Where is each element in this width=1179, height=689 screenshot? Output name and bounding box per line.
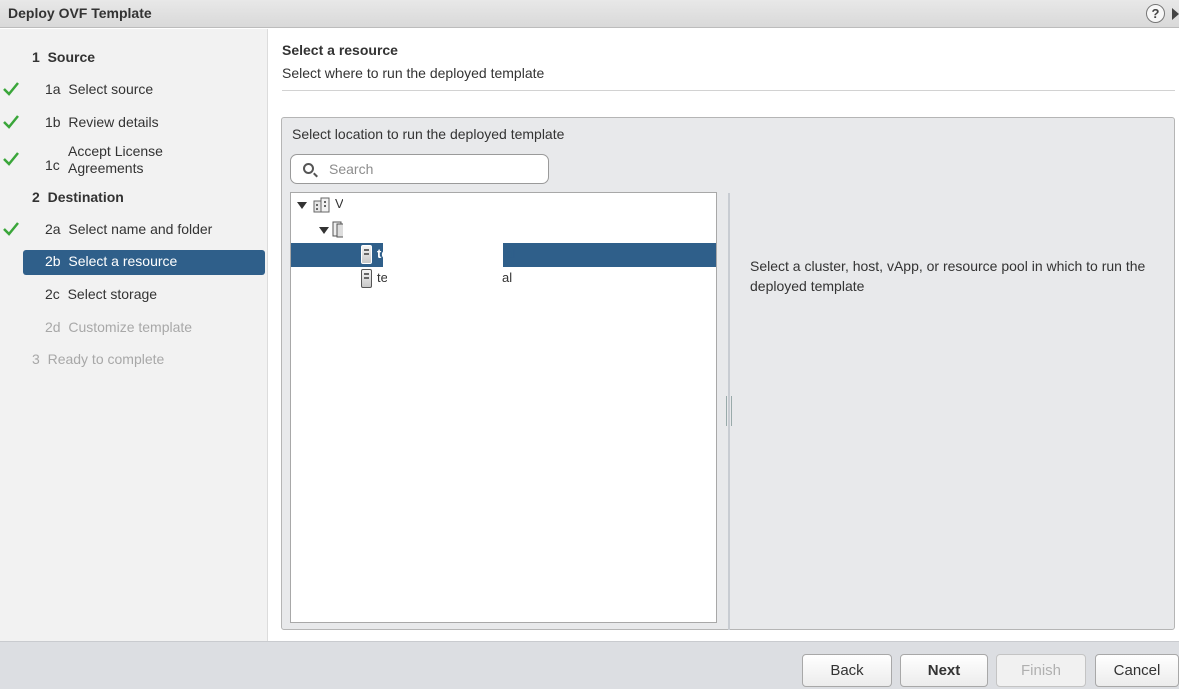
host-icon xyxy=(361,269,372,288)
panel-caption: Select location to run the deployed temp… xyxy=(292,126,565,142)
step-label: Select a resource xyxy=(68,253,178,269)
arrow-right-icon[interactable] xyxy=(1172,8,1179,20)
step-1a-select-source[interactable]: 1a Select source xyxy=(0,78,268,102)
tree-node-label: te xyxy=(377,246,389,261)
step-number: 2b xyxy=(45,253,61,269)
step-1b-review-details[interactable]: 1b Review details xyxy=(0,111,268,135)
tree-row-host[interactable]: te al xyxy=(291,267,716,291)
check-icon xyxy=(3,115,19,129)
step-number: 1a xyxy=(45,81,61,97)
step-2a-select-name-folder[interactable]: 2a Select name and folder xyxy=(0,218,268,242)
active-step-highlight xyxy=(23,250,265,275)
step-label: Destination xyxy=(47,189,124,205)
cancel-button[interactable]: Cancel xyxy=(1095,654,1179,687)
help-icon[interactable]: ? xyxy=(1146,4,1165,23)
host-icon xyxy=(361,245,372,264)
step-label: Select storage xyxy=(67,286,158,302)
tree-node-label: al xyxy=(502,270,513,285)
expand-toggle-icon[interactable] xyxy=(319,227,329,234)
wizard-step-nav: 1 Source 1a Select source 1b Review deta… xyxy=(0,29,268,641)
step-number: 2 xyxy=(32,189,40,205)
step-label: Review details xyxy=(68,114,159,130)
step-number: 2c xyxy=(45,286,60,302)
tree-node-label: al xyxy=(505,246,516,261)
step-2c-select-storage[interactable]: 2c Select storage xyxy=(0,283,268,307)
header-divider xyxy=(282,90,1175,91)
step-label: Select source xyxy=(68,81,154,97)
tree-row-datacenter[interactable]: V xyxy=(291,193,716,217)
step-3-ready-to-complete: 3 Ready to complete xyxy=(0,348,268,372)
inventory-tree[interactable]: V te al te al xyxy=(290,192,717,623)
step-1c-accept-license[interactable]: 1c Accept License Agreements xyxy=(0,143,268,176)
step-number: 2d xyxy=(45,319,61,335)
window-title: Deploy OVF Template xyxy=(8,5,152,21)
step-number: 1c xyxy=(45,157,60,173)
tree-row-host-selected[interactable]: te al xyxy=(291,243,716,267)
step-number: 2a xyxy=(45,221,61,237)
search-icon xyxy=(303,163,314,174)
resource-selection-panel: Select location to run the deployed temp… xyxy=(281,117,1175,630)
tree-node-label: te xyxy=(377,270,388,285)
step-label: Ready to complete xyxy=(47,351,165,367)
pane-splitter[interactable] xyxy=(728,193,730,630)
expand-toggle-icon[interactable] xyxy=(297,202,307,209)
step-label: Customize template xyxy=(68,319,193,335)
page-subtitle: Select where to run the deployed templat… xyxy=(282,65,545,81)
redacted-area xyxy=(343,193,407,245)
check-icon xyxy=(3,82,19,96)
splitter-grip[interactable] xyxy=(726,396,732,426)
step-2d-customize-template: 2d Customize template xyxy=(0,316,268,340)
step-2-destination: 2 Destination xyxy=(0,186,268,210)
redacted-area xyxy=(387,267,507,291)
redacted-area xyxy=(383,243,503,267)
check-icon xyxy=(3,222,19,236)
datacenter-icon xyxy=(313,197,330,213)
step-2b-select-resource[interactable]: 2b Select a resource xyxy=(0,250,268,275)
step-1-source: 1 Source xyxy=(0,46,268,70)
title-bar: Deploy OVF Template ? xyxy=(0,0,1179,28)
step-number: 3 xyxy=(32,351,40,367)
search-box[interactable] xyxy=(290,154,549,184)
step-number: 1 xyxy=(32,49,40,65)
step-label: Accept License Agreements xyxy=(68,143,163,176)
step-label: Source xyxy=(47,49,96,65)
step-number: 1b xyxy=(45,114,61,130)
wizard-footer: Back Next Finish Cancel xyxy=(0,641,1179,689)
selection-hint: Select a cluster, host, vApp, or resourc… xyxy=(750,258,1146,294)
check-icon xyxy=(3,152,19,166)
step-label: Select name and folder xyxy=(68,221,213,237)
back-button[interactable]: Back xyxy=(802,654,892,687)
tree-node-label: V xyxy=(335,196,344,211)
search-input[interactable] xyxy=(329,158,529,180)
finish-button: Finish xyxy=(996,654,1086,687)
next-button[interactable]: Next xyxy=(900,654,988,687)
page-title: Select a resource xyxy=(282,42,398,58)
